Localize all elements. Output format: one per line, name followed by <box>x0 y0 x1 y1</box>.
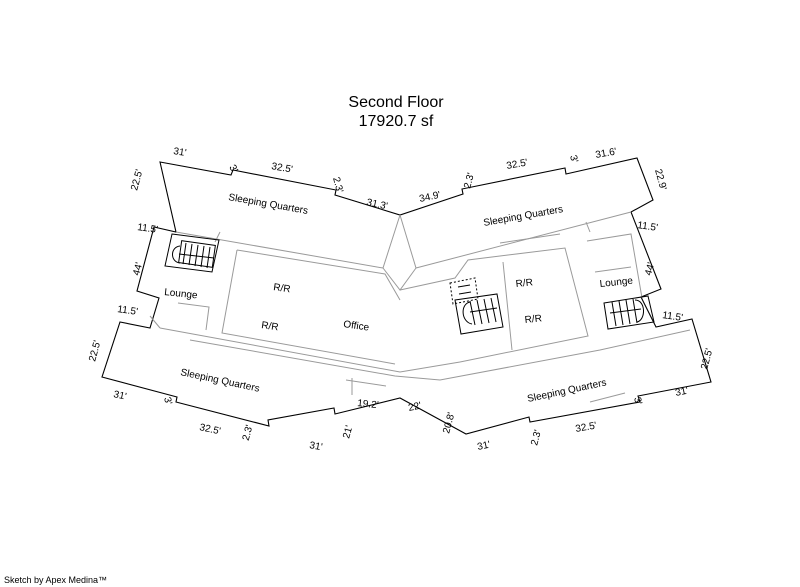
room-label-lounge-east: Lounge <box>599 276 634 290</box>
sketch-credit: Sketch by Apex Medina™ <box>4 575 108 585</box>
dimension-label: 2.3' <box>241 424 256 442</box>
dimension-label: 32.5' <box>506 157 529 172</box>
dimension-label: 2.3' <box>330 176 345 194</box>
dimension-label: 31.3' <box>365 197 388 212</box>
dimension-label: 31' <box>112 389 127 402</box>
stair-east <box>603 295 655 330</box>
room-label-lounge-west: Lounge <box>164 287 199 301</box>
floor-area: 17920.7 sf <box>358 113 434 130</box>
room-label-rr: R/R <box>515 277 533 290</box>
dimension-label: 11.5' <box>137 222 159 236</box>
dimension-label: 11.5' <box>637 220 659 234</box>
room-label-sleeping-quarters-ne: Sleeping Quarters <box>483 204 564 229</box>
room-label-rr: R/R <box>273 282 292 295</box>
dimension-label: 31' <box>476 439 491 452</box>
dimension-label: 22.9' <box>652 168 668 192</box>
room-label-sleeping-quarters-sw: Sleeping Quarters <box>179 367 260 395</box>
dimension-label: 2.3' <box>462 172 477 190</box>
dimension-label: 3' <box>567 154 580 164</box>
dimension-label: 31' <box>674 385 689 398</box>
dimension-label: 31' <box>308 440 323 453</box>
stair-center <box>454 293 504 335</box>
dimension-label: 44' <box>643 261 657 277</box>
dimension-label: 22.5' <box>699 347 715 371</box>
dimension-label: 3' <box>226 163 239 175</box>
dimension-label: 3' <box>161 396 174 406</box>
room-label-sleeping-quarters-nw: Sleeping Quarters <box>227 192 308 217</box>
dimension-label: 22.5' <box>129 168 145 192</box>
dimension-label: 22' <box>407 400 422 413</box>
elevator-icon <box>449 277 479 305</box>
dimension-label: 19.2' <box>357 398 379 411</box>
dimension-label: 3' <box>631 396 644 406</box>
dimension-label: 31.6' <box>595 146 618 161</box>
room-label-rr: R/R <box>261 320 280 333</box>
dimension-label: 32.5' <box>575 420 598 435</box>
dimension-labels: 31' 3' 32.5' 2.3' 31.3' 22.5' 11.5' 44' … <box>87 146 715 453</box>
dimension-label: 32.5' <box>198 422 221 437</box>
outer-wall <box>101 157 712 435</box>
dimension-label: 2.3' <box>529 429 544 447</box>
dimension-label: 22.5' <box>87 339 103 363</box>
floor-title: Second Floor <box>348 94 444 111</box>
dimension-label: 20.8' <box>441 411 457 435</box>
room-label-rr: R/R <box>524 313 542 326</box>
dimension-label: 34.9' <box>418 190 441 205</box>
dimension-label: 21' <box>341 424 355 440</box>
interior-walls <box>149 211 691 403</box>
dimension-label: 44' <box>131 261 145 277</box>
stair-west <box>164 233 220 273</box>
dimension-label: 11.5' <box>662 310 684 324</box>
dimension-label: 11.5' <box>117 304 139 318</box>
dimension-label: 31' <box>173 146 188 159</box>
dimension-label: 32.5' <box>270 161 293 176</box>
room-label-office: Office <box>343 319 371 334</box>
